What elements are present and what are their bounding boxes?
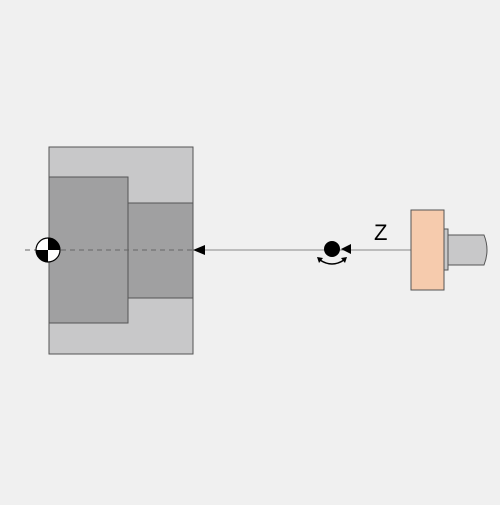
- tool-holder: [410, 209, 488, 291]
- tool-reference-point-icon: [317, 241, 351, 265]
- workpiece-zero-icon: [35, 237, 61, 263]
- rotation-arrows-icon: [317, 257, 347, 265]
- arrowhead-icon: [341, 244, 351, 254]
- tool-flange: [443, 228, 449, 271]
- tool-body: [410, 209, 445, 291]
- spindle-shaft: [447, 234, 488, 266]
- z-arrow-head-icon: [193, 245, 205, 255]
- z-axis-label: Z: [374, 220, 387, 245]
